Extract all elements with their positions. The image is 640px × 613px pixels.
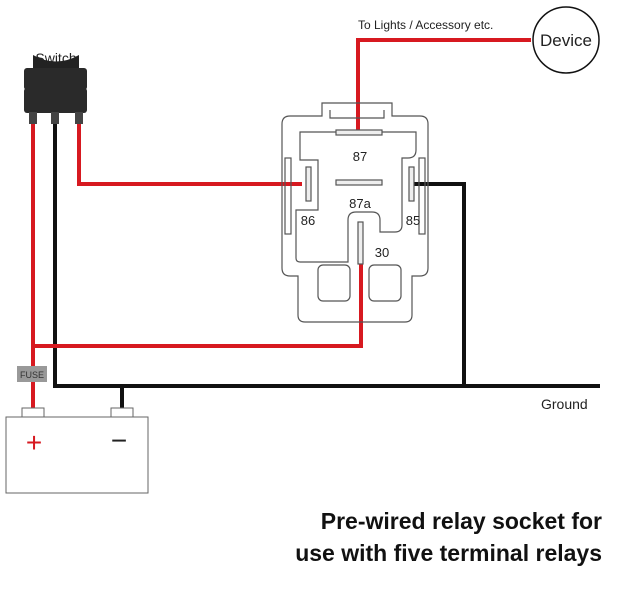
- relay-pocket-right: [368, 264, 402, 302]
- pin-86-label: 86: [301, 213, 315, 228]
- battery-to-30-wire: [33, 230, 363, 348]
- ground-label: Ground: [541, 396, 588, 412]
- relay-inner-outline: [295, 131, 417, 263]
- relay-85-ground-wire: [414, 182, 466, 386]
- switch-rocker: [33, 55, 79, 70]
- switch[interactable]: [24, 55, 87, 124]
- relay-top-tab: [329, 110, 385, 119]
- switch-terminal: [51, 112, 59, 124]
- caption-line-2: use with five terminal relays: [295, 540, 602, 566]
- pin-87a-label: 87a: [349, 196, 371, 211]
- caption: Pre-wired relay socket for use with five…: [295, 505, 602, 569]
- caption-line-1: Pre-wired relay socket for: [320, 508, 602, 534]
- pin-86-blade: [305, 166, 312, 202]
- switch-terminal: [75, 112, 83, 124]
- pin-85-label: 85: [406, 213, 420, 228]
- battery-plus-sign: +: [26, 427, 42, 458]
- pin-30-label: 30: [375, 245, 389, 260]
- battery: + −: [5, 407, 149, 494]
- pin-30-blade: [357, 221, 364, 265]
- relay-slot: [418, 157, 426, 235]
- switch-body: [24, 88, 87, 113]
- fuse: FUSE: [17, 366, 47, 382]
- fuse-body: [17, 366, 47, 382]
- to-lights-label: To Lights / Accessory etc.: [358, 18, 493, 32]
- device-circle: [532, 6, 600, 74]
- battery-body: [5, 416, 149, 494]
- switch-ground-wire: [53, 120, 600, 388]
- relay-slot: [284, 157, 292, 235]
- ground-wiring: [53, 120, 600, 410]
- pin-85-blade: [408, 166, 415, 202]
- relay-outer-outline: [281, 102, 429, 323]
- device: Device: [532, 6, 600, 74]
- switch-to-86-wire: [77, 120, 302, 186]
- device-label: Device: [540, 31, 592, 50]
- battery-negative-terminal: [110, 407, 134, 418]
- pin-87-blade: [335, 129, 383, 136]
- relay-socket: [281, 102, 429, 323]
- positive-wiring: [31, 38, 531, 410]
- pin-87-label: 87: [353, 149, 367, 164]
- relay-pocket-left: [317, 264, 351, 302]
- device-wire: [356, 38, 531, 130]
- fuse-label: FUSE: [20, 370, 44, 380]
- battery-minus-sign: −: [111, 425, 127, 456]
- switch-terminal: [29, 112, 37, 124]
- switch-label: Switch: [35, 50, 76, 66]
- battery-positive-terminal: [21, 407, 45, 418]
- pin-87a-blade: [335, 179, 383, 186]
